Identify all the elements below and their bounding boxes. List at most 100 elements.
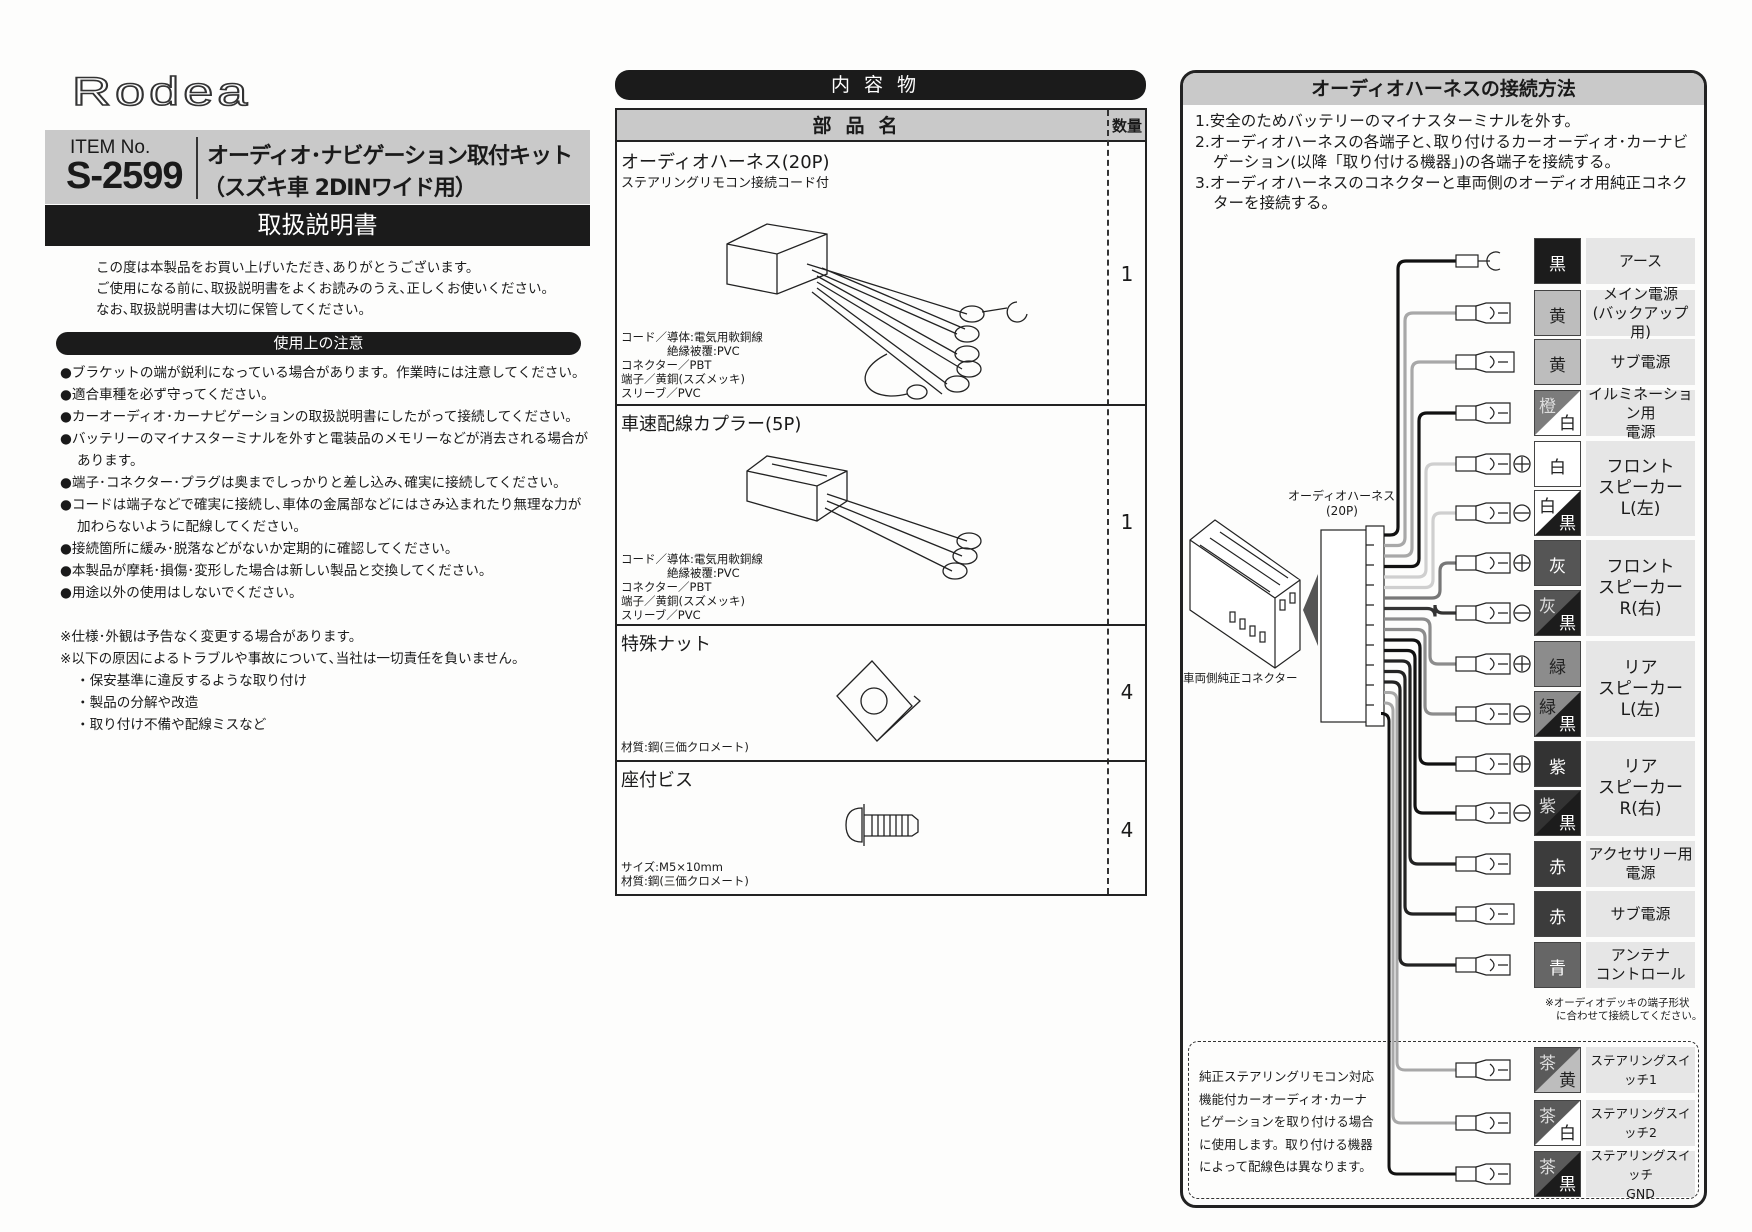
wire-function-label: ステアリングスイッチ1 — [1586, 1047, 1695, 1093]
male-terminal-icon — [1455, 903, 1515, 925]
wire-color-chip: 緑 — [1534, 641, 1581, 687]
female-terminal-icon — [1455, 954, 1511, 976]
female-terminal-icon — [1455, 1112, 1511, 1134]
wire — [1384, 259, 1458, 537]
wire — [1384, 411, 1458, 569]
wire — [1384, 360, 1458, 558]
wire-color-chip: 茶黄 — [1534, 1047, 1581, 1093]
step-continued: ターを接続する。 — [1213, 194, 1338, 212]
female-terminal-icon — [1455, 853, 1511, 875]
wire — [1384, 311, 1458, 548]
wire-color-chip: 灰黒 — [1534, 590, 1581, 636]
table-row: 座付ビス サイズ:M5×10mm 材質:鋼(三価クロメート) 4 — [617, 762, 1145, 896]
chip-bottom-color: 黄 — [1559, 1071, 1576, 1091]
plus-icon — [1513, 755, 1531, 773]
column-header-qty: 数量 — [1111, 117, 1142, 135]
brand-logo: Rodea — [71, 69, 252, 115]
steering-note-line: ビゲーションを取り付ける場合 — [1199, 1114, 1374, 1129]
caution-item: ●コードは端子などで確実に接続し､車体の金属部などにはさみ込まれたり無理な力が — [60, 497, 582, 513]
note-subitem: ・製品の分解や改造 — [76, 695, 199, 711]
female-terminal-icon — [1455, 402, 1511, 424]
minus-icon — [1513, 604, 1531, 622]
disclaimer-notes: ※仕様･外観は予告なく変更する場合があります。 ※以下の原因によるトラブルや事故… — [60, 626, 526, 736]
caution-item-continued: 加わらないように配線してください。 — [77, 519, 308, 535]
plus-icon — [1513, 655, 1531, 673]
table-header: 部品名 数量 — [617, 110, 1145, 142]
female-terminal-icon — [1455, 653, 1511, 675]
wire-function-label: イルミネーション用 電源 — [1586, 385, 1695, 441]
vehicle-connector-illustration — [1189, 519, 1301, 669]
chip-color: 黄 — [1549, 356, 1566, 376]
wire-function-label: サブ電源 — [1586, 339, 1695, 385]
wire-color-chip: 白黒 — [1534, 490, 1581, 536]
part-spec: コード／導体:電気用軟銅線 絶縁被覆:PVC コネクター／PBT 端子／黄銅(ス… — [621, 552, 763, 622]
fork-terminal-icon — [1455, 251, 1501, 271]
wire — [1384, 462, 1458, 579]
note-line: ※仕様･外観は予告なく変更する場合があります。 — [60, 629, 363, 645]
coupler-illustration — [746, 455, 982, 580]
wire-function-label: アンテナ コントロール — [1586, 942, 1695, 988]
wire-function-label: ステアリングスイッチ GND — [1586, 1148, 1695, 1201]
harness-label: オーディオハーネス — [1288, 489, 1396, 503]
step-continued: ゲーション(以降「取り付ける機器」)の各端子を接続する。 — [1213, 153, 1621, 171]
wire — [1384, 627, 1458, 716]
note-subitem: ・保安基準に違反するような取り付け — [76, 673, 308, 689]
harness-illustration — [726, 223, 1028, 400]
chip-color: 赤 — [1549, 908, 1566, 928]
wire-function-label: アース — [1586, 238, 1695, 284]
wire-color-chip: 茶黒 — [1534, 1151, 1581, 1197]
note-line: ※以下の原因によるトラブルや事故について､当社は一切責任を負いません。 — [60, 651, 526, 667]
intro-line: この度は本製品をお買い上げいただき､ありがとうございます。 — [96, 260, 480, 276]
female-terminal-icon — [1455, 502, 1511, 524]
chip-color: 黒 — [1549, 255, 1566, 275]
part-qty: 1 — [1120, 510, 1134, 534]
chip-top-color: 緑 — [1539, 698, 1556, 718]
chip-top-color: 茶 — [1539, 1054, 1556, 1074]
chip-color: 青 — [1549, 959, 1566, 979]
minus-icon — [1513, 504, 1531, 522]
chip-top-color: 茶 — [1539, 1107, 1556, 1127]
item-number-label: ITEM No. — [70, 137, 151, 158]
female-terminal-icon — [1455, 302, 1511, 324]
chip-top-color: 茶 — [1539, 1158, 1556, 1178]
wire — [1384, 511, 1458, 590]
deck-note: に合わせて接続してください。 — [1556, 1010, 1703, 1022]
plus-icon — [1513, 554, 1531, 572]
contents-heading: 内容物 — [615, 70, 1146, 100]
connection-heading: オーディオハーネスの接続方法 — [1183, 73, 1704, 105]
chip-color: 赤 — [1549, 858, 1566, 878]
chip-bottom-color: 黒 — [1559, 514, 1576, 534]
cautions-list: ●ブラケットの端が鋭利になっている場合があります。作業時には注意してください。 … — [60, 362, 600, 604]
contents-table: 部品名 数量 オーディオハーネス(20P) ステアリングリモコン接続コード付 コ… — [615, 108, 1147, 896]
female-terminal-icon — [1455, 602, 1511, 624]
caution-item: ●適合車種を必ず守ってください。 — [60, 387, 275, 403]
wire — [1384, 669, 1458, 916]
wire-function-label: フロント スピーカー R(右) — [1586, 540, 1695, 636]
female-terminal-icon — [1455, 802, 1511, 824]
chip-bottom-color: 黒 — [1559, 1175, 1576, 1195]
wire — [1384, 638, 1458, 766]
note-subitem: ・取り付け不備や配線ミスなど — [76, 717, 267, 733]
caution-item: ●接続箇所に緩み･脱落などがないか定期的に確認してください。 — [60, 541, 459, 557]
wire-color-chip: 灰 — [1534, 540, 1581, 586]
wire — [1384, 680, 1458, 967]
step: 2.オーディオハーネスの各端子と､取り付けるカーオーディオ･カーナビ — [1195, 132, 1689, 151]
wire-color-chip: 黒 — [1534, 238, 1581, 284]
female-terminal-icon — [1455, 552, 1511, 574]
wire — [1380, 712, 1458, 1176]
wire-color-chip: 橙白 — [1534, 390, 1581, 436]
wire — [1384, 604, 1458, 617]
minus-icon — [1513, 804, 1531, 822]
chip-top-color: 白 — [1539, 497, 1556, 517]
caution-item: ●本製品が摩耗･損傷･変形した場合は新しい製品と交換してください。 — [60, 563, 493, 579]
steering-note-line: 機能付カーオーディオ･カーナ — [1199, 1091, 1367, 1107]
chip-color: 灰 — [1549, 557, 1566, 577]
part-qty: 1 — [1120, 262, 1134, 286]
part-name: オーディオハーネス(20P) — [621, 152, 830, 173]
wire — [1384, 691, 1458, 1072]
steering-note-line: 純正ステアリングリモコン対応 — [1199, 1069, 1375, 1084]
female-terminal-icon — [1455, 703, 1511, 725]
wire-color-chip: 紫 — [1534, 741, 1581, 787]
product-title: オーディオ･ナビゲーション取付キット — [207, 144, 573, 169]
